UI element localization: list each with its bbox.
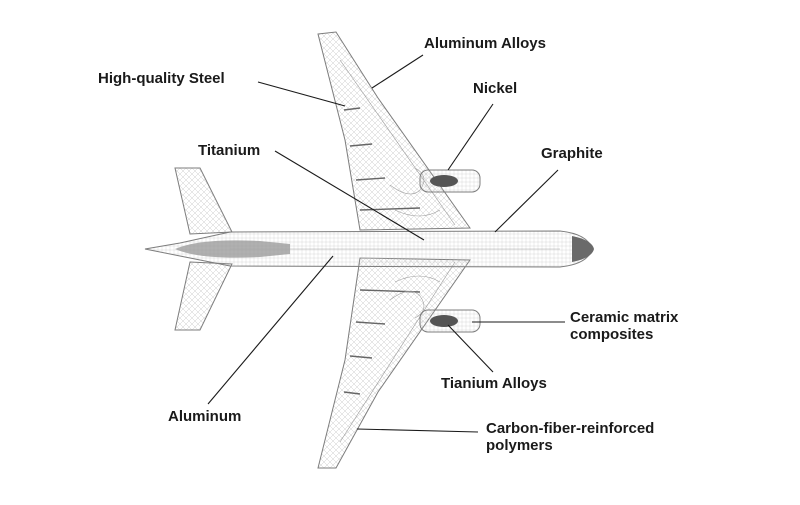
- label-cfrp-line1: Carbon-fiber-reinforced: [486, 420, 655, 437]
- label-tianium-alloys: Tianium Alloys: [441, 375, 547, 392]
- leader-tianium-alloys: [447, 324, 494, 373]
- lower-wing: [317, 257, 471, 469]
- label-cfrp-line2: polymers: [486, 437, 553, 454]
- leader-aluminum-alloys: [371, 54, 424, 89]
- leader-nickel: [447, 103, 494, 171]
- leader-graphite: [494, 169, 559, 233]
- label-ceramic-line1: Ceramic matrix: [570, 309, 679, 326]
- leader-aluminum: [207, 255, 334, 405]
- leader-titanium: [274, 150, 425, 241]
- leader-high-quality-steel: [257, 81, 346, 107]
- label-aluminum-alloys: Aluminum Alloys: [424, 35, 546, 52]
- upper-engine: [419, 169, 481, 193]
- label-graphite: Graphite: [541, 145, 603, 162]
- upper-wing: [317, 31, 471, 231]
- label-titanium: Titanium: [198, 142, 261, 159]
- label-nickel: Nickel: [473, 80, 518, 97]
- label-aluminum: Aluminum: [168, 408, 242, 425]
- label-ceramic-line2: composites: [570, 326, 654, 343]
- fuselage: [144, 230, 594, 268]
- label-high-quality-steel: High-quality Steel: [98, 70, 225, 87]
- leader-cfrp: [356, 428, 479, 433]
- leader-lines: [207, 54, 565, 433]
- lower-engine: [419, 309, 481, 333]
